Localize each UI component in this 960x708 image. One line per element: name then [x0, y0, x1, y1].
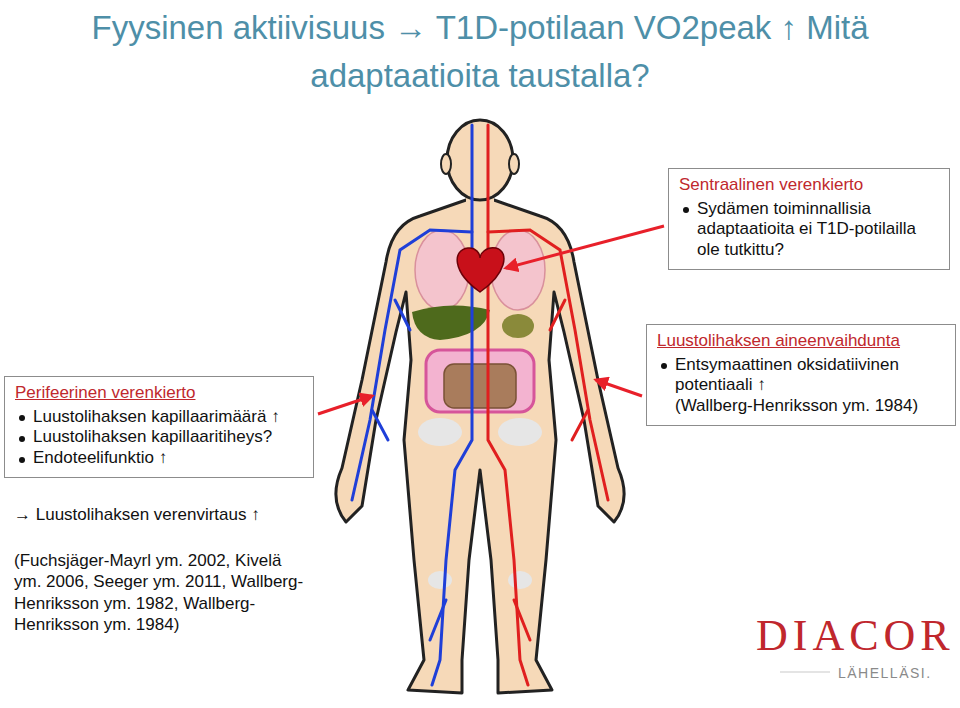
- bullet-text: Entsymaattinen oksidatiivinen potentiaal…: [657, 355, 945, 396]
- knee: [428, 571, 452, 589]
- vein: [430, 600, 446, 640]
- pelvis: [498, 418, 542, 446]
- logo-rule: [780, 672, 830, 673]
- artery: [550, 300, 565, 330]
- bullet-dot: [661, 363, 667, 369]
- arteries: [488, 125, 608, 685]
- text-content: (Wallberg-Henriksson ym. 1984): [675, 396, 918, 415]
- vein: [352, 230, 472, 500]
- box-heading: Sentraalinen verenkierto: [679, 175, 939, 196]
- text-content: Endoteelifunktio ↑: [33, 448, 167, 467]
- artery: [514, 600, 530, 640]
- slide-title: Fyysinen aktiivisuus → T1D-potilaan VO2p…: [60, 4, 900, 100]
- callout-box: Perifeerinen verenkiertoLuustolihaksen k…: [4, 376, 314, 478]
- vein: [395, 300, 410, 330]
- leader-arrows: [318, 226, 664, 414]
- reference-list: (Fuchsjäger-Mayrl ym. 2002, Kivelä ym. 2…: [14, 550, 306, 635]
- logo-text: DIACOR: [756, 614, 956, 658]
- callout-box: Sentraalinen verenkiertoSydämen toiminna…: [668, 168, 950, 270]
- conclusion-note: → Luustolihaksen verenvirtaus ↑: [14, 504, 334, 525]
- text-content: Perifeerinen verenkierto: [15, 383, 195, 402]
- bullet-dot: [19, 457, 25, 463]
- text-content: Luustolihaksen kapillaarimäärä ↑: [33, 407, 280, 426]
- text-content: Sydämen toiminnallisia adaptaatioita ei …: [697, 199, 916, 259]
- reference-text: (Wallberg-Henriksson ym. 1984): [657, 396, 945, 417]
- ear: [441, 154, 451, 174]
- bullet-dot: [19, 436, 25, 442]
- pelvis: [418, 418, 462, 446]
- bullet-dot: [683, 207, 689, 213]
- leader-arrow: [506, 226, 664, 268]
- logo-tagline: LÄHELLÄSI.: [838, 666, 948, 680]
- bullet-text: Endoteelifunktio ↑: [15, 448, 303, 469]
- colon: [426, 350, 534, 412]
- bullet-text: Sydämen toiminnallisia adaptaatioita ei …: [679, 199, 939, 261]
- callout-box: Luustolihaksen aineenvaihduntaEntsymaatt…: [646, 324, 956, 426]
- leader-arrow: [318, 396, 372, 414]
- box-heading: Perifeerinen verenkierto: [15, 383, 303, 404]
- knee: [508, 571, 532, 589]
- artery: [488, 125, 528, 685]
- bullet-dot: [19, 415, 25, 421]
- bullet-text: Luustolihaksen kapillaarimäärä ↑: [15, 407, 303, 428]
- ear: [509, 154, 519, 174]
- artery: [572, 410, 588, 440]
- head: [447, 120, 513, 200]
- text-content: Entsymaattinen oksidatiivinen potentiaal…: [675, 355, 899, 395]
- text-content: Sentraalinen verenkierto: [679, 175, 863, 194]
- small-intestine: [444, 364, 516, 408]
- text-content: Luustolihaksen aineenvaihdunta: [657, 331, 900, 350]
- vein: [372, 410, 388, 440]
- liver: [412, 305, 490, 340]
- box-heading: Luustolihaksen aineenvaihdunta: [657, 331, 945, 352]
- heart: [457, 248, 504, 292]
- stomach: [502, 314, 534, 338]
- leader-arrow: [596, 380, 642, 396]
- vein: [432, 125, 472, 685]
- artery: [488, 230, 608, 500]
- bullet-text: Luustolihaksen kapillaaritiheys?: [15, 427, 303, 448]
- veins: [352, 125, 472, 685]
- text-content: Luustolihaksen kapillaaritiheys?: [33, 427, 272, 446]
- body-outline: [336, 200, 624, 693]
